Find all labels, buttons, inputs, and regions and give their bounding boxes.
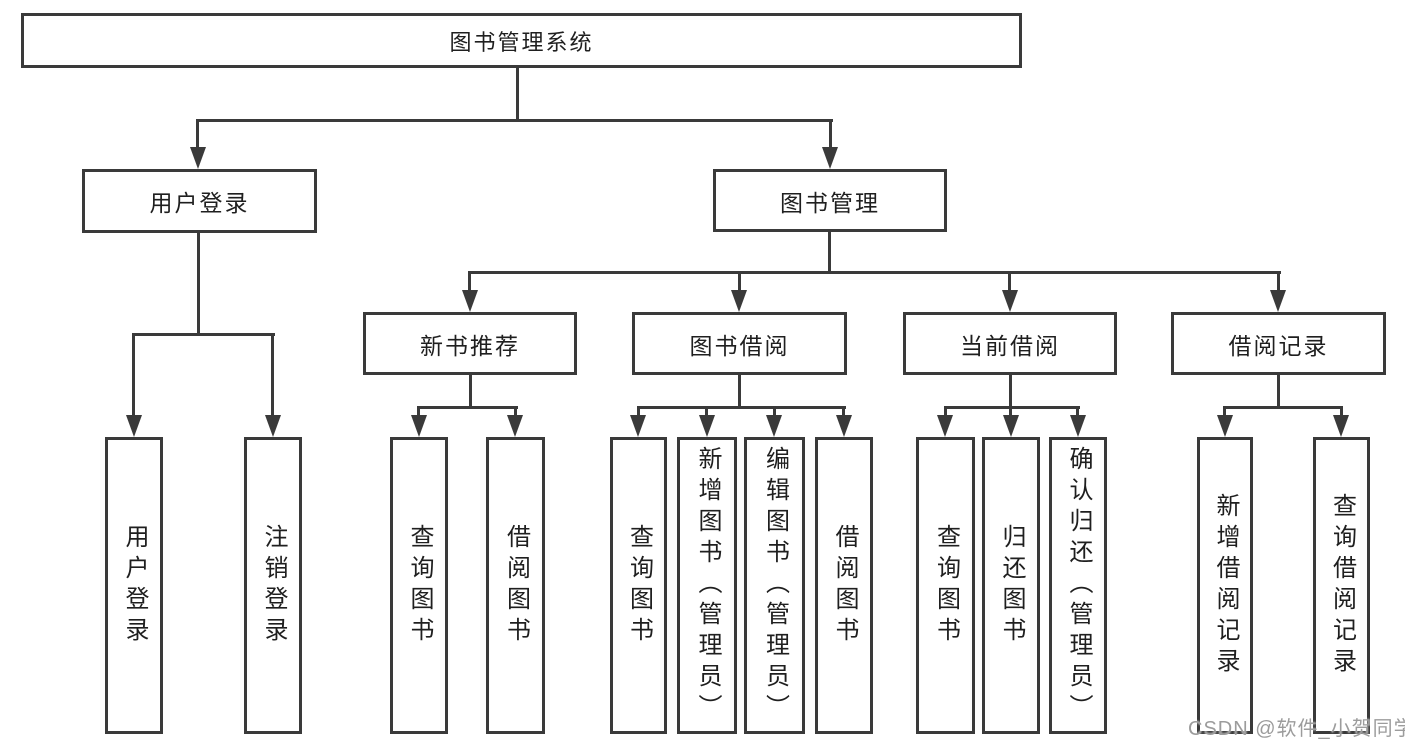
node-user-login: 用户登录 xyxy=(82,169,317,233)
connector-line xyxy=(829,121,832,148)
connector-line xyxy=(828,232,831,273)
connector-line xyxy=(132,335,135,416)
connector-line xyxy=(469,375,472,408)
leaf-confirm-return-admin: 确认归还（管理员） xyxy=(1049,437,1107,734)
leaf-edit-books-admin: 编辑图书（管理员） xyxy=(744,437,805,734)
leaf-logout: 注销登录 xyxy=(244,437,302,734)
connector-line xyxy=(705,408,708,416)
connector-line xyxy=(637,406,846,409)
arrow-down-icon xyxy=(766,415,782,437)
leaf-return-books: 归还图书 xyxy=(982,437,1040,734)
arrow-down-icon xyxy=(126,415,142,437)
node-library-management-system: 图书管理系统 xyxy=(21,13,1022,68)
connector-line xyxy=(468,271,1281,274)
connector-line xyxy=(196,119,833,122)
arrow-down-icon xyxy=(1270,290,1286,312)
leaf-query-borrow-record: 查询借阅记录 xyxy=(1313,437,1370,734)
arrow-down-icon xyxy=(699,415,715,437)
node-book-management: 图书管理 xyxy=(713,169,947,232)
connector-line xyxy=(1340,408,1343,416)
connector-line xyxy=(1223,408,1226,416)
connector-line xyxy=(1009,408,1012,416)
arrow-down-icon xyxy=(1002,290,1018,312)
arrow-down-icon xyxy=(937,415,953,437)
connector-line xyxy=(468,273,471,291)
arrow-down-icon xyxy=(190,147,206,169)
connector-line xyxy=(516,68,519,121)
connector-line xyxy=(773,408,776,416)
arrow-down-icon xyxy=(462,290,478,312)
arrow-down-icon xyxy=(1003,415,1019,437)
connector-line xyxy=(1076,408,1079,416)
connector-line xyxy=(1277,375,1280,408)
connector-line xyxy=(417,406,518,409)
arrow-down-icon xyxy=(731,290,747,312)
node-book-borrowing: 图书借阅 xyxy=(632,312,847,375)
arrow-down-icon xyxy=(836,415,852,437)
leaf-query-books: 查询图书 xyxy=(916,437,975,734)
connector-line xyxy=(944,406,1080,409)
connector-line xyxy=(637,408,640,416)
leaf-borrow-books: 借阅图书 xyxy=(486,437,545,734)
node-current-borrowing: 当前借阅 xyxy=(903,312,1117,375)
arrow-down-icon xyxy=(411,415,427,437)
connector-line xyxy=(197,233,200,335)
connector-line xyxy=(271,335,274,416)
connector-line xyxy=(1009,375,1012,408)
connector-line xyxy=(196,121,199,148)
connector-line xyxy=(738,375,741,408)
leaf-query-books: 查询图书 xyxy=(390,437,448,734)
node-new-book-recommend: 新书推荐 xyxy=(363,312,577,375)
connector-line xyxy=(1223,406,1343,409)
leaf-add-books-admin: 新增图书（管理员） xyxy=(677,437,737,734)
arrow-down-icon xyxy=(265,415,281,437)
connector-line xyxy=(944,408,947,416)
arrow-down-icon xyxy=(1333,415,1349,437)
arrow-down-icon xyxy=(507,415,523,437)
arrow-down-icon xyxy=(822,147,838,169)
leaf-add-borrow-record: 新增借阅记录 xyxy=(1197,437,1253,734)
connector-line xyxy=(842,408,845,416)
leaf-borrow-books: 借阅图书 xyxy=(815,437,873,734)
connector-line xyxy=(1277,273,1280,291)
watermark: CSDN @软件_小贺同学 xyxy=(1188,718,1405,740)
leaf-user-login: 用户登录 xyxy=(105,437,163,734)
arrow-down-icon xyxy=(630,415,646,437)
node-borrow-records: 借阅记录 xyxy=(1171,312,1386,375)
connector-line xyxy=(514,408,517,416)
connector-line xyxy=(738,273,741,291)
arrow-down-icon xyxy=(1070,415,1086,437)
connector-line xyxy=(1008,273,1011,291)
arrow-down-icon xyxy=(1217,415,1233,437)
connector-line xyxy=(132,333,275,336)
leaf-query-books: 查询图书 xyxy=(610,437,667,734)
connector-line xyxy=(417,408,420,416)
